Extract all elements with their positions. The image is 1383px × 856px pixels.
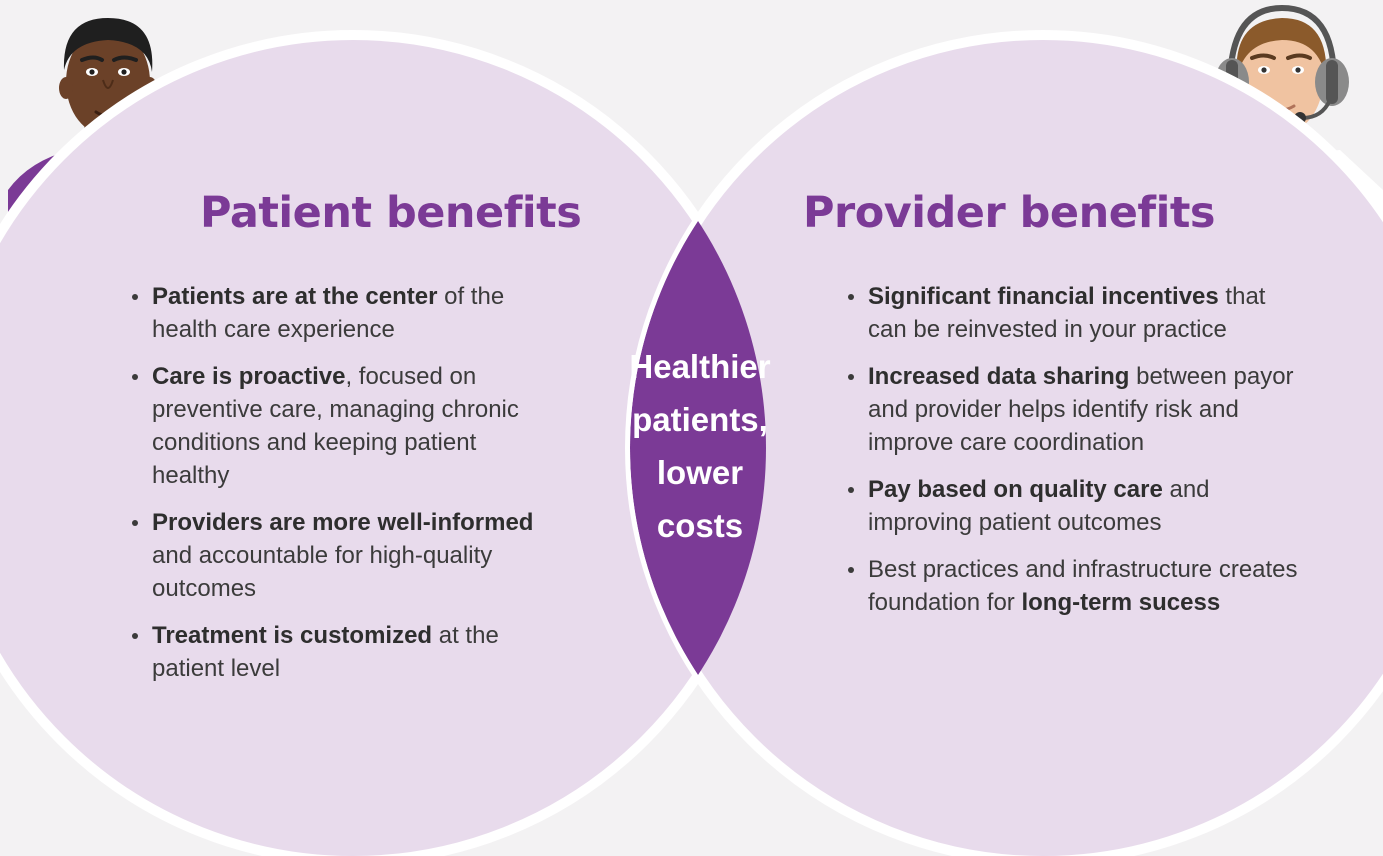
list-item: Best practices and infrastructure create… — [846, 553, 1306, 619]
provider-benefits-title: Provider benefits — [803, 188, 1215, 238]
list-item: Increased data sharing between payor and… — [846, 360, 1306, 459]
patient-benefits-title: Patient benefits — [200, 188, 582, 238]
list-item: Treatment is customized at the patient l… — [130, 619, 550, 685]
overlap-message: Healthier patients, lower costs — [629, 348, 771, 544]
list-item: Patients are at the center of the health… — [130, 280, 550, 346]
list-item: Significant financial incentives that ca… — [846, 280, 1306, 346]
list-item: Care is proactive, focused on preventive… — [130, 360, 550, 492]
patient-benefits-list: Patients are at the center of the health… — [130, 280, 550, 699]
list-item: Pay based on quality care and improving … — [846, 473, 1306, 539]
list-item: Providers are more well-informed and acc… — [130, 506, 550, 605]
provider-benefits-list: Significant financial incentives that ca… — [846, 280, 1306, 633]
